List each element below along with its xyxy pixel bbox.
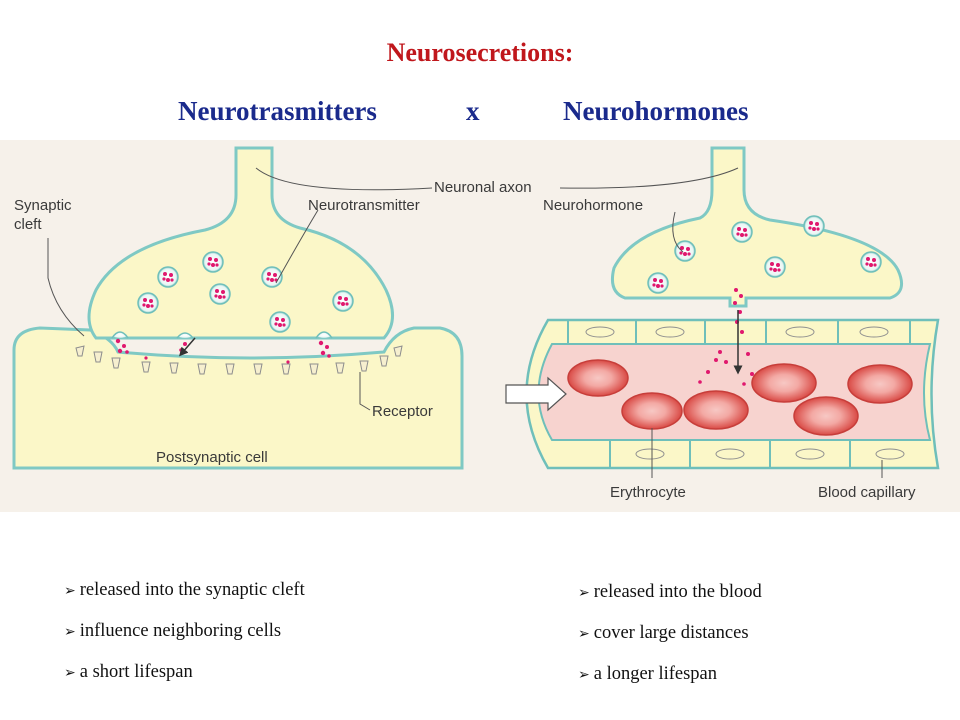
arrowhead-bullet-icon: ➢ — [64, 666, 76, 681]
label-neurohormone: Neurohormone — [543, 197, 643, 214]
vesicle — [137, 292, 159, 314]
vesicle-group-left — [137, 251, 354, 333]
vesicle — [332, 290, 354, 312]
list-item: ➢released into the synaptic cleft — [64, 570, 305, 611]
list-item-text: a longer lifespan — [593, 664, 718, 684]
label-blood-capillary: Blood capillary — [818, 484, 916, 501]
vesicle — [157, 266, 179, 288]
subtitle-versus: x — [466, 96, 480, 126]
list-item: ➢released into the blood — [578, 572, 762, 613]
label-receptor: Receptor — [372, 403, 433, 420]
list-item: ➢influence neighboring cells — [64, 611, 305, 652]
vesicle — [647, 272, 669, 294]
vesicle-group-right — [647, 215, 882, 294]
list-item-text: a short lifespan — [79, 662, 193, 682]
label-neurotransmitter: Neurotransmitter — [308, 197, 420, 214]
label-erythrocyte: Erythrocyte — [610, 484, 686, 501]
list-item: ➢a short lifespan — [64, 652, 305, 693]
page-subtitle: Neurotrasmitters x Neurohormones — [0, 96, 960, 130]
arrowhead-bullet-icon: ➢ — [64, 625, 76, 640]
blood-flow-arrow-icon — [505, 376, 567, 412]
presynaptic-terminal — [87, 146, 394, 340]
arrowhead-bullet-icon: ➢ — [578, 668, 590, 683]
vesicle — [731, 221, 753, 243]
subtitle-neurohormones: Neurohormones — [563, 96, 749, 126]
neurohormone-properties-list: ➢released into the blood ➢cover large di… — [578, 572, 762, 695]
arrowhead-bullet-icon: ➢ — [578, 586, 590, 601]
neurosecretory-terminal — [610, 146, 904, 308]
vesicle — [209, 283, 231, 305]
arrowhead-bullet-icon: ➢ — [64, 584, 76, 599]
label-postsynaptic-cell: Postsynaptic cell — [156, 449, 268, 466]
release-arrow-left — [179, 337, 196, 357]
page-title: Neurosecretions: — [386, 38, 574, 67]
neurotransmitter-properties-list: ➢released into the synaptic cleft ➢influ… — [64, 570, 305, 693]
list-item: ➢cover large distances — [578, 613, 762, 654]
vesicle — [860, 251, 882, 273]
label-synaptic: Synaptic — [14, 197, 72, 214]
list-item-text: cover large distances — [593, 623, 749, 643]
list-item-text: influence neighboring cells — [79, 621, 282, 641]
list-item-text: released into the blood — [593, 582, 762, 602]
receptor-row — [75, 345, 403, 375]
vesicle — [269, 311, 291, 333]
vesicle — [803, 215, 825, 237]
vesicle — [764, 256, 786, 278]
subtitle-neurotransmitters: Neurotrasmitters — [178, 96, 377, 126]
leader-lines — [47, 167, 883, 478]
vesicle — [202, 251, 224, 273]
postsynaptic-cell — [12, 326, 464, 470]
label-neuronal-axon: Neuronal axon — [434, 179, 532, 196]
neurosecretion-diagram: Neuronal axon Synaptic cleft Neurotransm… — [0, 140, 960, 512]
list-item-text: released into the synaptic cleft — [79, 580, 305, 600]
vesicle — [674, 240, 696, 262]
erythrocytes — [567, 359, 913, 436]
arrowhead-bullet-icon: ➢ — [578, 627, 590, 642]
list-item: ➢a longer lifespan — [578, 654, 762, 695]
label-cleft: cleft — [14, 216, 42, 233]
